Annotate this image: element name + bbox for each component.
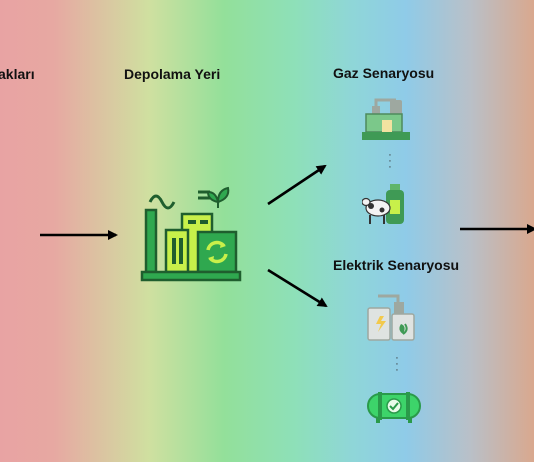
biogas-plant-icon [362, 98, 410, 140]
storage-to-electric-arrow [267, 268, 328, 308]
source-label-partial: akları [0, 66, 35, 82]
electric-ellipsis: ··· [395, 352, 399, 376]
gas-scenario-label: Gaz Senaryosu [333, 65, 435, 81]
green-energy-tank-icon [367, 392, 421, 423]
power-plant-leaf-icon [367, 294, 415, 341]
gas-ellipsis: ··· [388, 149, 392, 173]
cow-gas-cylinder-icon [362, 184, 404, 224]
storage-to-gas-arrow [267, 164, 327, 206]
factory-recycle-icon [140, 186, 242, 282]
electric-scenario-label: Elektrik Senaryosu [333, 257, 460, 273]
storage-label: Depolama Yeri [124, 66, 221, 82]
